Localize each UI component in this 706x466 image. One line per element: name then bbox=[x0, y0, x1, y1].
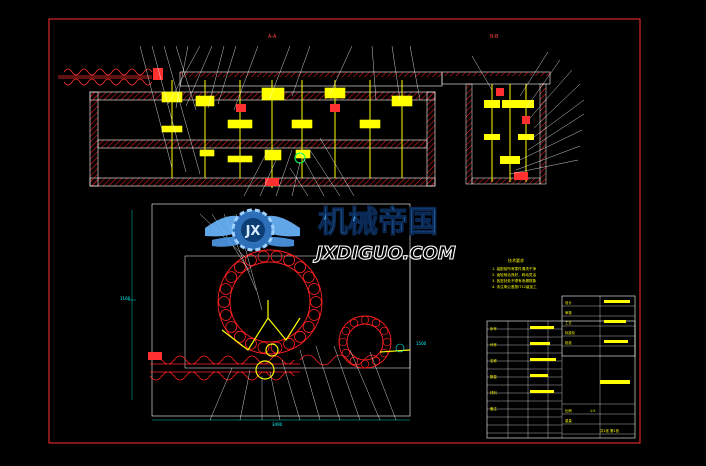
drawing-border bbox=[48, 18, 641, 444]
wheel-pocket bbox=[225, 271, 238, 284]
wheel-pocket bbox=[310, 296, 322, 308]
tb-right-row-3: 工艺 bbox=[565, 320, 572, 325]
wheel-pocket bbox=[379, 348, 389, 358]
wheel-pocket bbox=[283, 254, 296, 267]
tb-left-row-6: 备注 bbox=[490, 406, 497, 411]
wheel-pocket bbox=[338, 337, 348, 347]
wheel-pocket bbox=[233, 261, 246, 274]
tb-sheet: 共1张 第1张 bbox=[600, 428, 620, 433]
wheel-pocket bbox=[270, 250, 283, 263]
small-wheel-pockets bbox=[338, 315, 392, 369]
tech-note-2: 2. 齿轮啮合良好，转动灵活 bbox=[492, 272, 537, 277]
tb-left-row-1: 序号 bbox=[490, 326, 497, 331]
section-b-label: B-B bbox=[490, 34, 499, 40]
plan-view: 1160 3490 1500 bbox=[120, 203, 427, 427]
section-view-a: A-A bbox=[58, 34, 443, 197]
wheel-pocket bbox=[379, 326, 389, 336]
technical-requirements: 技术要求 1. 装配前所有零件清洗干净 2. 齿轮啮合良好，转动灵活 3. 各密… bbox=[492, 257, 537, 289]
tb-weight-label: 重量 bbox=[565, 418, 572, 423]
tech-note-1: 1. 装配前所有零件清洗干净 bbox=[492, 266, 537, 271]
section-view-b: B-B bbox=[441, 34, 585, 185]
screw-conveyor bbox=[149, 354, 381, 381]
tb-scale-label: 比例 bbox=[565, 408, 572, 413]
wheel-pocket bbox=[257, 250, 270, 263]
tb-right-row-2: 审核 bbox=[565, 310, 572, 315]
tb-right-row-1: 设计 bbox=[565, 300, 572, 305]
wheel-pocket bbox=[233, 330, 246, 343]
wheel-pocket bbox=[360, 315, 370, 325]
wheel-pocket bbox=[371, 318, 381, 328]
dimension-side: 1500 bbox=[416, 341, 427, 346]
wheel-pocket bbox=[225, 320, 238, 333]
tech-notes-title: 技术要求 bbox=[508, 257, 524, 263]
tb-right-row-5: 批准 bbox=[565, 340, 572, 345]
star-wheel-pockets bbox=[218, 250, 322, 354]
tb-scale-value: 1:5 bbox=[590, 409, 595, 413]
tb-left-row-2: 代号 bbox=[490, 342, 497, 347]
wheel-pocket bbox=[382, 337, 392, 347]
watermark-url: JXDIGUO.COM bbox=[313, 243, 456, 264]
wheel-pocket bbox=[308, 283, 321, 295]
wheel-pocket bbox=[341, 326, 351, 336]
tb-left-row-3: 名称 bbox=[490, 358, 497, 363]
wheel-pocket bbox=[341, 348, 351, 358]
dimension-height: 1160 bbox=[120, 296, 131, 301]
wheel-pocket bbox=[308, 309, 321, 321]
tech-note-3: 3. 各密封处不得有渗漏现象 bbox=[492, 278, 537, 283]
wheel-pocket bbox=[219, 283, 232, 295]
tb-left-row-4: 数量 bbox=[490, 374, 497, 379]
site-watermark: JX 机械帝国 JXDIGUO.COM bbox=[205, 205, 456, 265]
wheel-pocket bbox=[371, 356, 381, 366]
wheel-pocket bbox=[294, 261, 307, 274]
wheel-pocket bbox=[302, 320, 315, 333]
wheel-pocket bbox=[349, 318, 359, 328]
tb-left-row-5: 材料 bbox=[490, 390, 497, 395]
tech-note-4: 4. 未注明公差按IT12级加工 bbox=[492, 284, 537, 289]
watermark-title: 机械帝国 bbox=[318, 205, 438, 240]
linkage-arms bbox=[221, 300, 411, 380]
section-a-label: A-A bbox=[268, 34, 277, 40]
wheel-pocket bbox=[218, 296, 230, 308]
wheel-pocket bbox=[302, 271, 315, 284]
wheel-pocket bbox=[257, 341, 270, 354]
wheel-pocket bbox=[219, 309, 232, 321]
title-block: 序号 代号 名称 数量 材料 备注 设计 审核 工艺 标准化 批准 比例 1:5… bbox=[486, 295, 636, 439]
wheel-pocket bbox=[270, 341, 283, 354]
wheel-pocket bbox=[294, 330, 307, 343]
dimension-width: 3490 bbox=[272, 422, 283, 427]
wheel-pocket bbox=[283, 337, 296, 350]
wheel-pocket bbox=[244, 254, 257, 267]
wheel-pocket bbox=[244, 337, 257, 350]
wheel-pocket bbox=[360, 359, 370, 369]
tb-right-row-4: 标准化 bbox=[565, 330, 576, 335]
watermark-logo-letters: JX bbox=[245, 224, 261, 239]
